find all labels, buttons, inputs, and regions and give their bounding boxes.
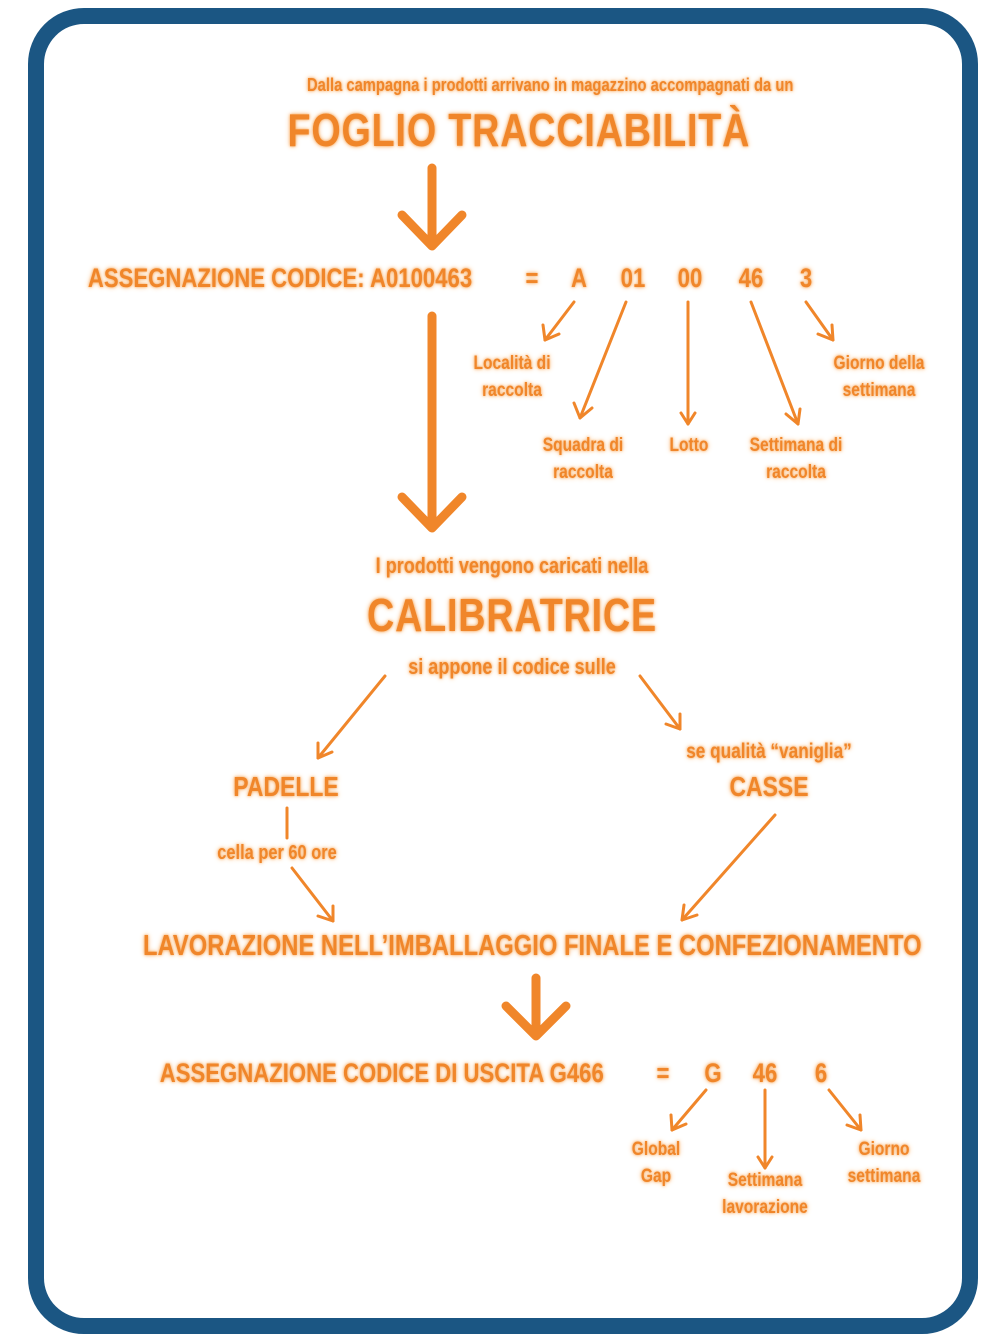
code-part: 00 [677, 263, 703, 293]
right-branch-note: se qualità “vaniglia” [686, 740, 852, 763]
description-line: Località di [473, 353, 551, 374]
apply-text: si appone il codice sulle [408, 654, 616, 679]
arrow-to-padelle [316, 674, 387, 760]
description-line: settimana [847, 1166, 921, 1187]
code-part: 3 [799, 263, 813, 293]
description-line: Settimana [727, 1170, 803, 1191]
big-arrow-3 [501, 973, 571, 1041]
description-line: Gap [640, 1166, 672, 1187]
arrow-code-part-46 [749, 300, 802, 426]
diagram-frame [28, 8, 978, 1334]
arrow-code-part-01 [572, 300, 628, 420]
big-arrow-1 [397, 163, 467, 251]
right-branch-label: CASSE [729, 771, 809, 802]
arrow-code-part-3 [804, 300, 835, 342]
exit-equals-sign: = [656, 1058, 670, 1088]
description-line: Squadra di [542, 435, 624, 456]
description-line: Lotto [669, 435, 709, 456]
code-part: 01 [620, 263, 646, 293]
code-part: 46 [738, 263, 764, 293]
arrow-casse-to-processing [680, 813, 777, 922]
arrow-code-part-a [541, 300, 576, 342]
description-line: Global [631, 1139, 681, 1160]
left-branch-label: PADELLE [233, 771, 339, 802]
left-branch-note: cella per 60 ore [217, 842, 337, 864]
arrow-exit-part-46 [756, 1088, 774, 1170]
code-description: Località di raccolta [463, 350, 561, 404]
code-description: Settimana di raccolta [739, 432, 854, 486]
exit-code-part: 6 [814, 1058, 828, 1088]
code-assignment-label: ASSEGNAZIONE CODICE: A0100463 [87, 263, 473, 293]
exit-code-description: Global Gap [619, 1136, 693, 1190]
arrow-code-part-00 [679, 300, 697, 426]
loading-text: I prodotti vengono caricati nella [375, 553, 649, 578]
code-part: A [571, 263, 587, 293]
exit-code-description: Settimana lavorazione [709, 1167, 821, 1221]
description-line: Giorno della [833, 353, 925, 374]
description-line: lavorazione [722, 1197, 808, 1218]
description-line: Settimana di [749, 435, 843, 456]
code-equals-sign: = [525, 263, 539, 293]
big-arrow-2 [397, 311, 467, 533]
description-line: Giorno [858, 1139, 910, 1160]
exit-code-part: 46 [752, 1058, 778, 1088]
description-line: settimana [842, 380, 916, 401]
intro-text: Dalla campagna i prodotti arrivano in ma… [307, 75, 794, 95]
machine-title: CALIBRATRICE [367, 589, 657, 641]
processing-step: LAVORAZIONE NELL’IMBALLAGGIO FINALE E CO… [143, 930, 922, 962]
page-title: FOGLIO TRACCIABILITÀ [287, 104, 751, 156]
arrow-to-casse [638, 674, 682, 731]
code-description: Lotto [656, 432, 722, 459]
arrow-exit-part-g [669, 1088, 708, 1132]
exit-code-description: Giorno settimana [835, 1136, 933, 1190]
exit-code-part: G [704, 1058, 722, 1088]
description-line: raccolta [553, 462, 613, 483]
arrow-padelle-to-processing [290, 866, 335, 923]
code-description: Giorno della settimana [823, 350, 935, 404]
arrow-exit-part-6 [827, 1088, 863, 1132]
code-description: Squadra di raccolta [534, 432, 632, 486]
exit-code-label: ASSEGNAZIONE CODICE DI USCITA G466 [159, 1058, 604, 1088]
description-line: raccolta [482, 380, 542, 401]
description-line: raccolta [766, 462, 826, 483]
